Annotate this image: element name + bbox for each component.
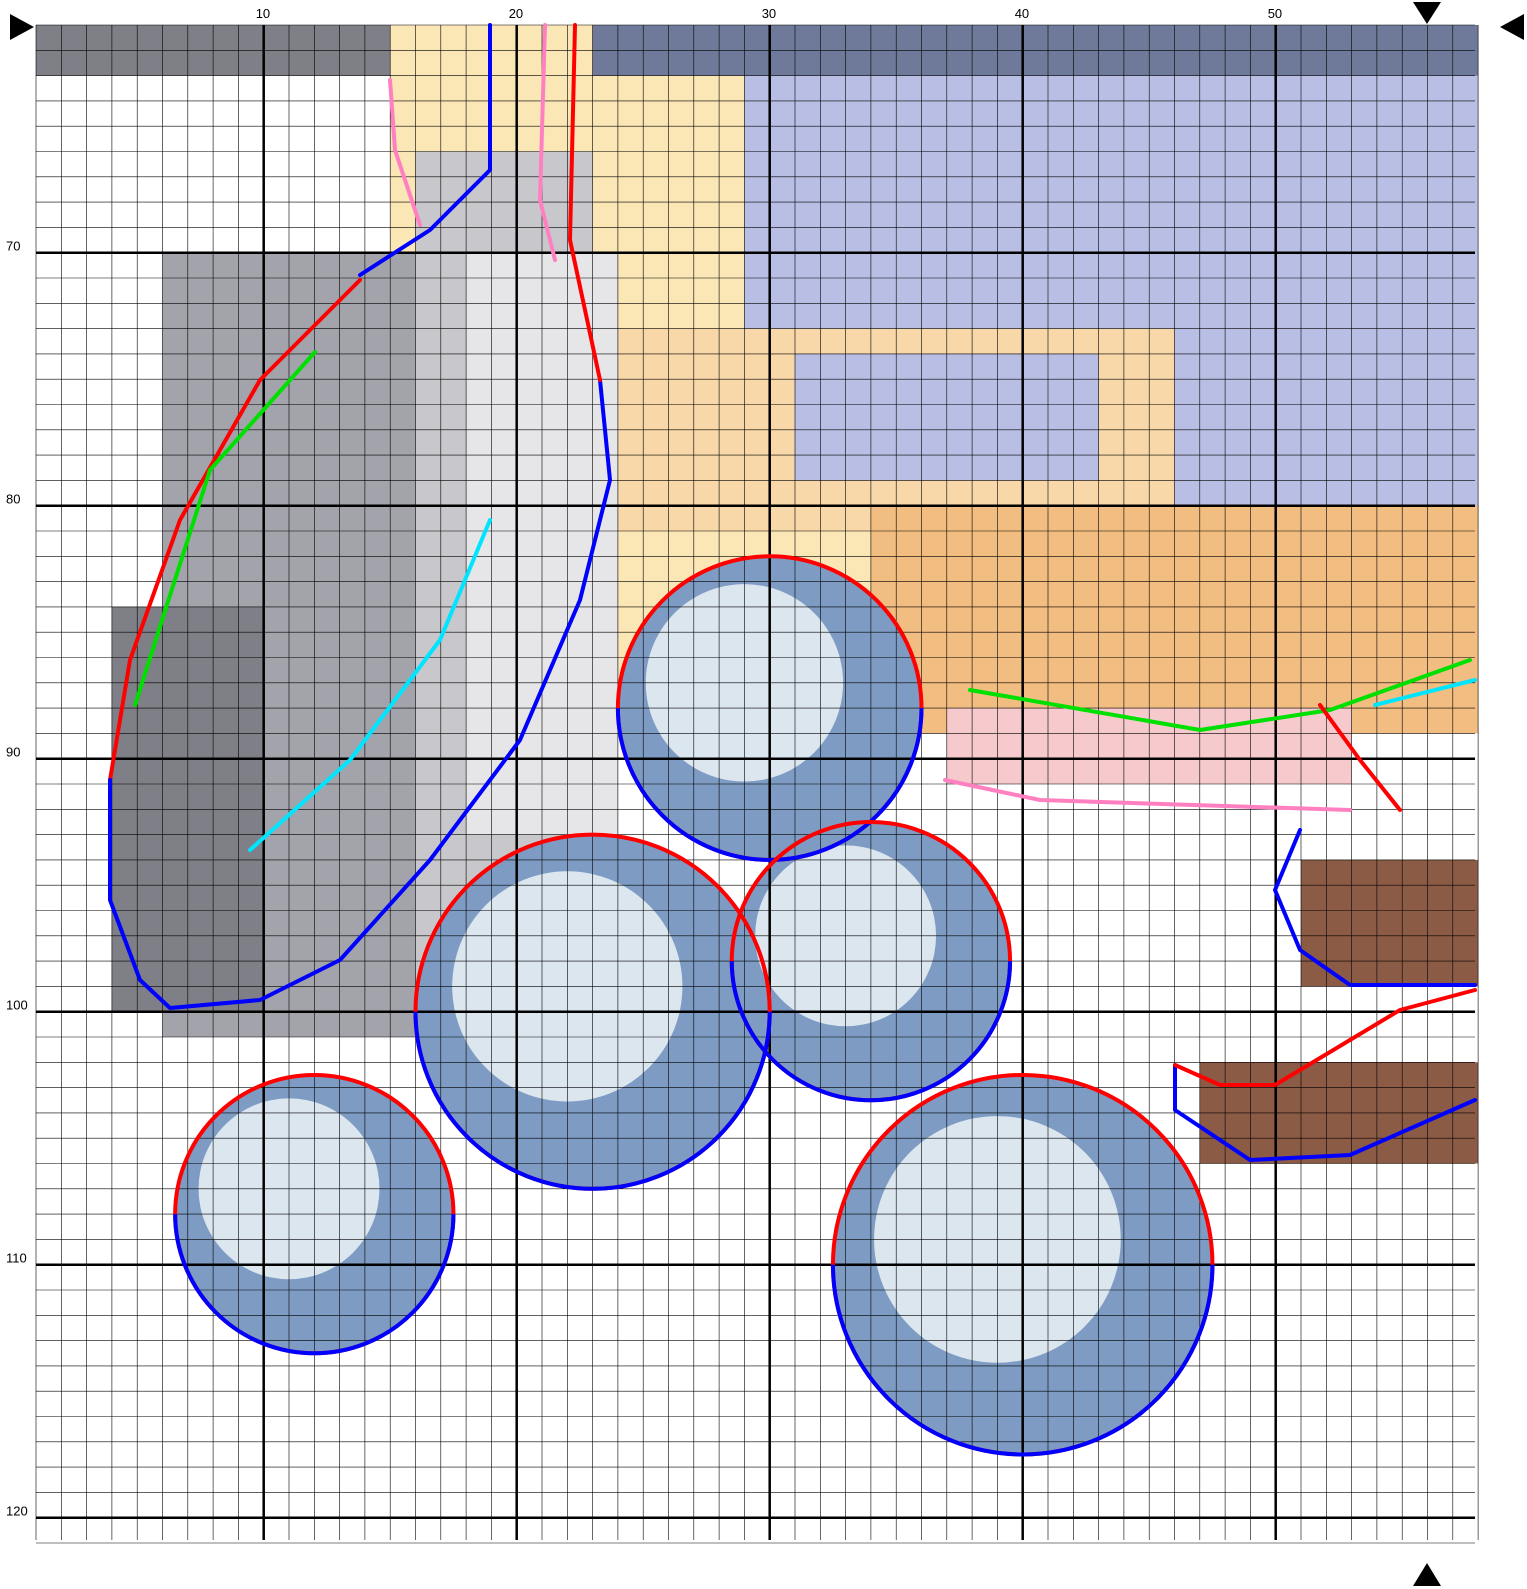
center-marker-bottom bbox=[1413, 1563, 1441, 1586]
y-tick-label: 90 bbox=[6, 745, 20, 760]
y-tick-label: 120 bbox=[6, 1504, 28, 1519]
y-tick-label: 100 bbox=[6, 998, 28, 1013]
x-tick-label: 40 bbox=[1015, 6, 1029, 21]
center-marker-right bbox=[1500, 14, 1524, 40]
stitch-cells bbox=[36, 25, 1478, 1454]
center-marker-left bbox=[10, 14, 34, 40]
grid-lines bbox=[36, 25, 1478, 1543]
y-tick-label: 80 bbox=[6, 492, 20, 507]
cloth-pink-line bbox=[945, 780, 1350, 810]
x-tick-label: 20 bbox=[509, 6, 523, 21]
x-tick-label: 50 bbox=[1268, 6, 1282, 21]
cell-block-lavender bbox=[744, 50, 1478, 328]
y-tick-label: 110 bbox=[6, 1251, 27, 1266]
x-tick-label: 30 bbox=[762, 6, 776, 21]
y-tick-label: 70 bbox=[6, 239, 20, 254]
center-marker-top bbox=[1413, 2, 1441, 24]
x-tick-label: 10 bbox=[256, 6, 270, 21]
